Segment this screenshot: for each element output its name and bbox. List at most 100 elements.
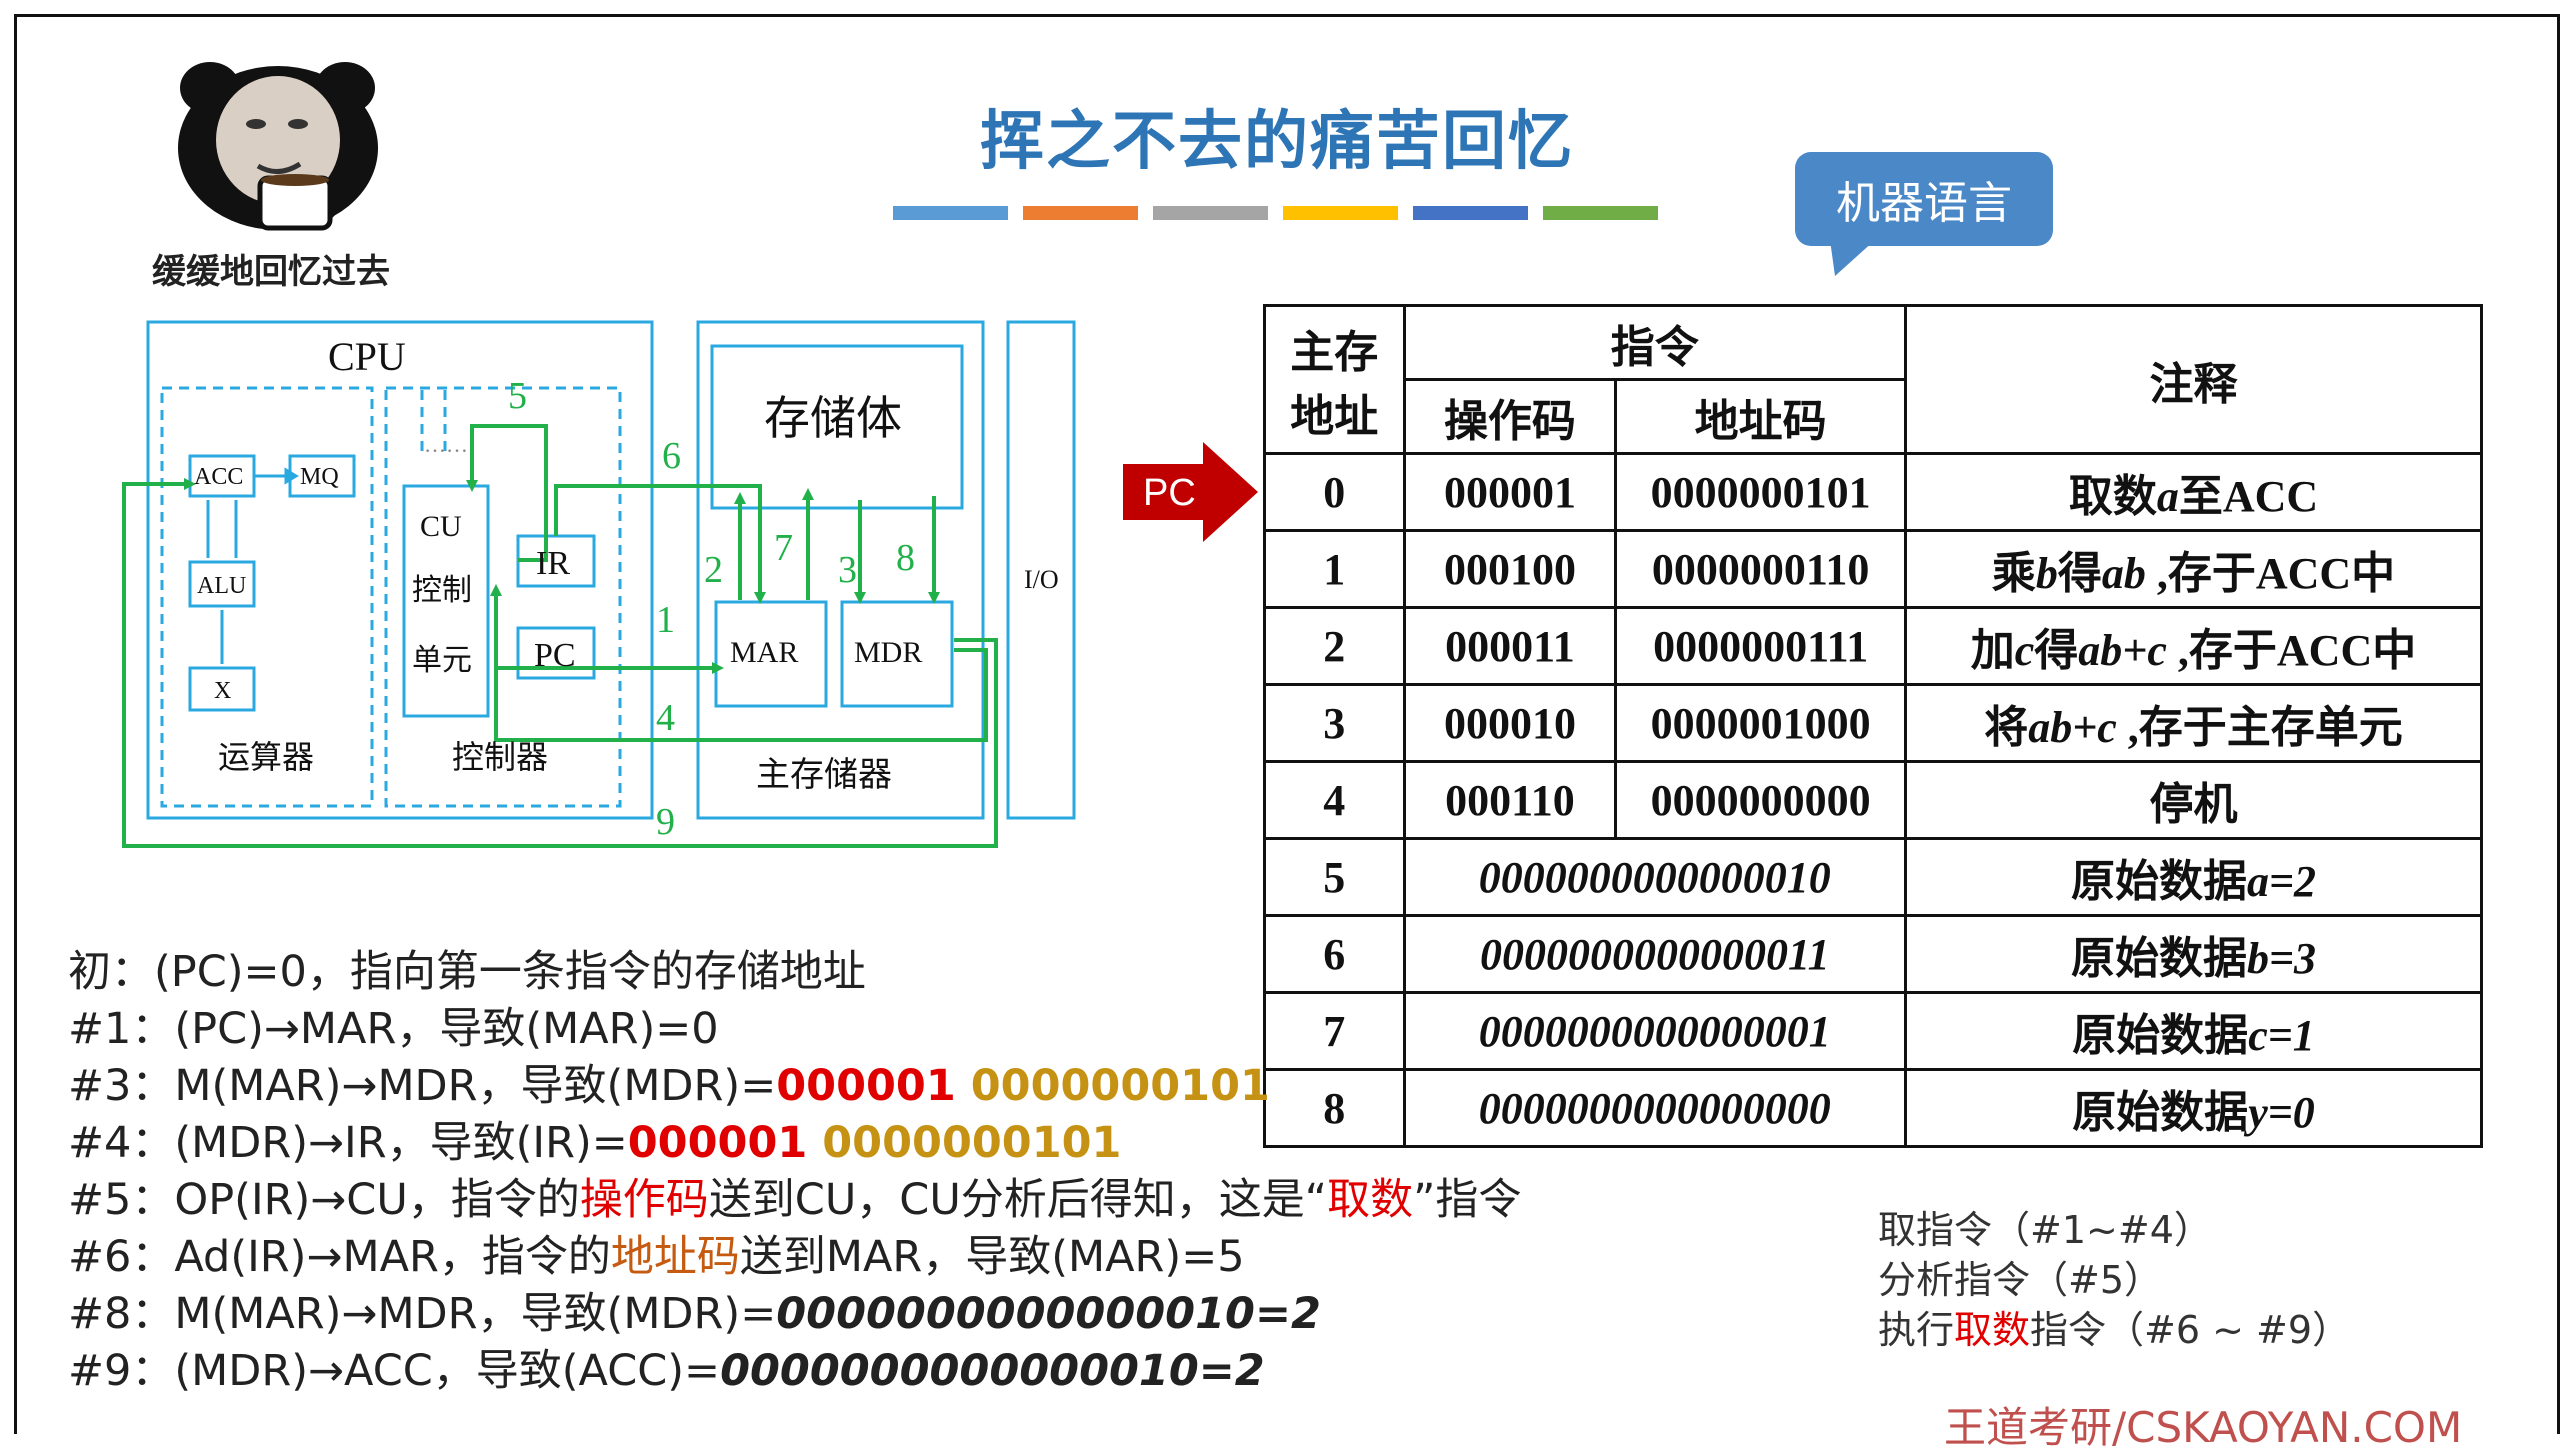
machine-language-bubble: 机器语言 [1795,152,2053,246]
row-address: 2 [1263,606,1406,686]
row-opcode: 000110 [1402,760,1618,840]
cu-label: CU [420,510,462,543]
sticker-caption: 缓缓地回忆过去 [152,252,390,292]
step-3: 3 [838,549,857,591]
note-italic: ab+c [2028,703,2117,752]
row-opcode: 000011 [1402,606,1618,686]
footer-brand: 王道考研/CSKAOYAN.COM [1944,1403,2463,1452]
panda-sticker-image [178,62,378,231]
flow-4 [494,592,988,742]
row-address: 0 [1263,452,1406,532]
note-italic: y=0 [2248,1088,2315,1137]
row-opcode: 000001 [1402,452,1618,532]
pc-pointer-label: PC [1143,472,1196,514]
note-text: 原始数据 [2070,934,2247,983]
row-address: 3 [1263,683,1406,763]
header-address-2: 地址 [1290,391,1379,441]
note-line-text: #5：OP(IR)→CU，指令的 [68,1175,580,1225]
alu-group-box [160,386,374,808]
row-data-value: 0000000000000000 [1402,1068,1908,1148]
main-memory-label: 主存储器 [756,756,892,794]
io-label: I/O [1024,565,1059,594]
note-line-text: #4：(MDR)→IR，导致(IR)= [68,1118,628,1168]
header-instruction: 指令 [1402,304,1908,381]
row-data-value: 0000000000000011 [1402,914,1908,994]
row-address-code: 0000000000 [1614,760,1907,840]
note-highlight-address-code: 地址码 [610,1232,740,1282]
note-text: 原始数据 [2072,1088,2249,1137]
header-address-code: 地址码 [1614,378,1907,455]
note-bits: 0000000000000010=2 [776,1289,1321,1339]
note-italic: c [2014,626,2035,675]
legend-execute: 执行取数指令（#6 ~ #9） [1878,1305,2350,1355]
step-4: 4 [656,697,675,739]
io-box [1006,320,1076,820]
row-address-code: 0000001000 [1614,683,1907,763]
note-text: ,存于ACC中 [2145,549,2396,598]
x-label: X [214,678,231,704]
pc-pointer-arrow: PC [1123,442,1258,542]
header-address: 主存地址 [1263,304,1406,455]
note-line-text: 初：(PC)=0，指向第一条指令的存储地址 [68,947,866,997]
phase-legend: 取指令（#1~#4） 分析指令（#5） 执行取数指令（#6 ~ #9） [1878,1205,2350,1355]
row-address: 6 [1263,914,1406,994]
note-line: #6：Ad(IR)→MAR，指令的地址码送到MAR，导致(MAR)=5 [68,1229,1521,1286]
table-row: 0 000001 0000000101 取数a至ACC [1263,452,2483,532]
note-text: 得 [2057,549,2102,598]
note-italic: a [2156,472,2179,521]
note-italic: c=1 [2248,1011,2315,1060]
header-address-1: 主存 [1290,327,1379,377]
legend-fetch: 取指令（#1~#4） [1878,1208,2212,1252]
note-text: ,存于主存单元 [2116,703,2403,752]
note-line: 初：(PC)=0，指向第一条指令的存储地址 [68,944,1521,1001]
note-line: #8：M(MAR)→MDR，导致(MDR)=0000000000000010=2 [68,1286,1521,1343]
note-text: 乘 [1991,549,2036,598]
title-color-bars [893,206,1658,220]
note-bits: 0000000000000010=2 [720,1346,1265,1396]
note-italic: b [2035,549,2058,598]
row-address: 7 [1263,991,1406,1071]
step-1: 1 [656,599,675,641]
control-group-box [384,386,622,808]
table-row: 4 000110 0000000000 停机 [1263,760,2483,840]
note-line: #1：(PC)→MAR，导致(MAR)=0 [68,1001,1521,1058]
flow-5 [470,424,548,562]
row-data-value: 0000000000000001 [1402,991,1908,1071]
note-line-text: #3：M(MAR)→MDR，导致(MDR)= [68,1061,777,1111]
header-opcode: 操作码 [1402,378,1618,455]
bubble-tail [1830,240,1875,276]
mar-box [714,600,828,708]
row-address-code: 0000000111 [1614,606,1907,686]
page-title: 挥之不去的痛苦回忆 [980,105,1574,179]
acc-label: ACC [194,464,243,490]
row-opcode: 000010 [1402,683,1618,763]
row-address-code: 0000000110 [1614,529,1907,609]
cu-box [402,484,490,718]
step-6: 6 [662,435,681,477]
row-note: 原始数据c=1 [1904,991,2483,1071]
note-italic: ab [2101,549,2146,598]
note-line-text: #1：(PC)→MAR，导致(MAR)=0 [68,1004,719,1054]
note-opcode: 000001 [776,1061,956,1111]
note-text: 原始数据 [2070,857,2247,906]
row-note: 原始数据b=3 [1904,914,2483,994]
note-highlight-opcode: 操作码 [579,1175,709,1225]
table-row: 5 0000000000000010 原始数据a=2 [1263,837,2483,917]
note-text: 原始数据 [2072,1011,2249,1060]
note-address-code: 0000000101 [955,1061,1270,1111]
row-data-value: 0000000000000010 [1402,837,1908,917]
step-9: 9 [656,801,675,843]
instruction-table: 主存地址 指令 注释 操作码 地址码 0 000001 0000000101 取… [1263,304,2483,1148]
note-line-text: ”指令 [1413,1175,1522,1225]
step-5: 5 [508,375,527,417]
note-line-text: #6：Ad(IR)→MAR，指令的 [68,1232,611,1282]
row-note: 将ab+c ,存于主存单元 [1904,683,2483,763]
row-note: 停机 [1904,760,2483,840]
note-line-text: #9：(MDR)→ACC，导致(ACC)= [68,1346,721,1396]
note-line: #4：(MDR)→IR，导致(IR)=000001 0000000101 [68,1115,1521,1172]
legend-text: 指令（#6 ~ #9） [2030,1308,2351,1352]
ir-label: IR [536,545,570,582]
color-bar [893,206,1008,220]
mdr-box [840,600,954,708]
note-text: 将 [1984,703,2029,752]
